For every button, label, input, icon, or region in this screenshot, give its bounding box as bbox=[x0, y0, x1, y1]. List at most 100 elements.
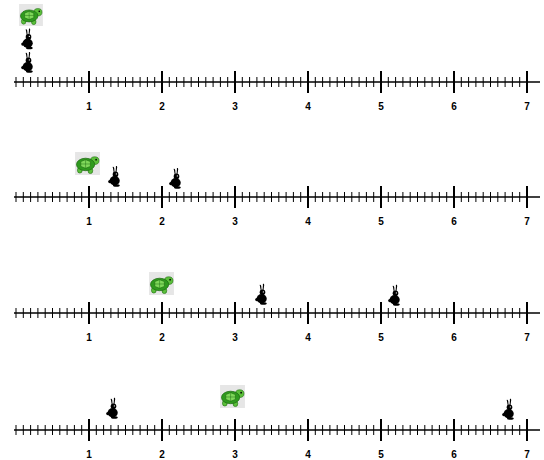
rabbit bbox=[388, 285, 400, 306]
minor-tick bbox=[183, 308, 184, 318]
minor-tick bbox=[337, 425, 338, 435]
major-tick bbox=[88, 419, 90, 441]
turtle bbox=[75, 152, 100, 175]
minor-tick bbox=[344, 308, 345, 318]
minor-tick bbox=[198, 192, 199, 202]
minor-tick bbox=[468, 308, 469, 318]
minor-tick bbox=[497, 308, 498, 318]
minor-tick bbox=[147, 192, 148, 202]
minor-tick bbox=[402, 77, 403, 87]
minor-tick bbox=[322, 192, 323, 202]
axis-number: 5 bbox=[378, 102, 384, 112]
axis-number: 6 bbox=[451, 333, 457, 343]
axis-number: 5 bbox=[378, 217, 384, 227]
minor-tick bbox=[103, 425, 104, 435]
major-tick bbox=[526, 71, 528, 93]
minor-tick bbox=[74, 77, 75, 87]
minor-tick bbox=[132, 192, 133, 202]
minor-tick bbox=[256, 192, 257, 202]
minor-tick bbox=[147, 77, 148, 87]
minor-tick bbox=[191, 77, 192, 87]
minor-tick bbox=[169, 192, 170, 202]
minor-tick bbox=[45, 425, 46, 435]
rabbit bbox=[502, 399, 514, 420]
minor-tick bbox=[220, 77, 221, 87]
minor-tick bbox=[293, 192, 294, 202]
minor-tick bbox=[432, 192, 433, 202]
minor-tick bbox=[191, 425, 192, 435]
minor-tick bbox=[483, 308, 484, 318]
axis-number: 4 bbox=[305, 102, 311, 112]
minor-tick bbox=[140, 192, 141, 202]
minor-tick bbox=[227, 308, 228, 318]
minor-tick bbox=[395, 425, 396, 435]
minor-tick bbox=[490, 308, 491, 318]
minor-tick bbox=[74, 425, 75, 435]
minor-tick bbox=[278, 425, 279, 435]
minor-tick bbox=[519, 425, 520, 435]
minor-tick bbox=[278, 308, 279, 318]
minor-tick bbox=[300, 308, 301, 318]
minor-tick bbox=[446, 192, 447, 202]
minor-tick bbox=[103, 192, 104, 202]
minor-tick bbox=[505, 425, 506, 435]
minor-tick bbox=[432, 308, 433, 318]
axis-number: 2 bbox=[159, 217, 165, 227]
minor-tick bbox=[402, 192, 403, 202]
rabbit bbox=[21, 28, 33, 49]
minor-tick bbox=[293, 77, 294, 87]
number-line bbox=[14, 71, 540, 93]
minor-tick bbox=[96, 77, 97, 87]
rabbit bbox=[108, 166, 120, 187]
minor-tick bbox=[359, 425, 360, 435]
minor-tick bbox=[439, 308, 440, 318]
major-tick bbox=[453, 419, 455, 441]
minor-tick bbox=[388, 77, 389, 87]
minor-tick bbox=[351, 308, 352, 318]
minor-tick bbox=[359, 192, 360, 202]
rabbit bbox=[169, 168, 181, 189]
minor-tick bbox=[475, 425, 476, 435]
minor-tick bbox=[395, 77, 396, 87]
minor-tick bbox=[176, 192, 177, 202]
minor-tick bbox=[198, 77, 199, 87]
axis-number: 3 bbox=[232, 102, 238, 112]
minor-tick bbox=[213, 425, 214, 435]
major-tick bbox=[526, 186, 528, 208]
minor-tick bbox=[278, 77, 279, 87]
minor-tick bbox=[351, 192, 352, 202]
minor-tick bbox=[329, 425, 330, 435]
major-tick bbox=[380, 419, 382, 441]
minor-tick bbox=[125, 192, 126, 202]
minor-tick bbox=[351, 425, 352, 435]
minor-tick bbox=[23, 308, 24, 318]
minor-tick bbox=[256, 77, 257, 87]
minor-tick bbox=[505, 308, 506, 318]
minor-tick bbox=[373, 308, 374, 318]
minor-tick bbox=[417, 308, 418, 318]
minor-tick bbox=[30, 308, 31, 318]
minor-tick bbox=[30, 192, 31, 202]
minor-tick bbox=[110, 425, 111, 435]
major-tick bbox=[307, 302, 309, 324]
axis-number: 4 bbox=[305, 333, 311, 343]
minor-tick bbox=[154, 77, 155, 87]
minor-tick bbox=[424, 192, 425, 202]
minor-tick bbox=[344, 425, 345, 435]
axis-number: 4 bbox=[305, 217, 311, 227]
minor-tick bbox=[461, 425, 462, 435]
axis-number: 1 bbox=[86, 333, 92, 343]
major-tick bbox=[307, 71, 309, 93]
minor-tick bbox=[227, 192, 228, 202]
minor-tick bbox=[410, 77, 411, 87]
minor-tick bbox=[300, 77, 301, 87]
minor-tick bbox=[315, 308, 316, 318]
minor-tick bbox=[315, 425, 316, 435]
minor-tick bbox=[125, 77, 126, 87]
minor-tick bbox=[249, 308, 250, 318]
minor-tick bbox=[96, 425, 97, 435]
minor-tick bbox=[205, 425, 206, 435]
major-tick bbox=[88, 71, 90, 93]
minor-tick bbox=[23, 192, 24, 202]
minor-tick bbox=[373, 192, 374, 202]
